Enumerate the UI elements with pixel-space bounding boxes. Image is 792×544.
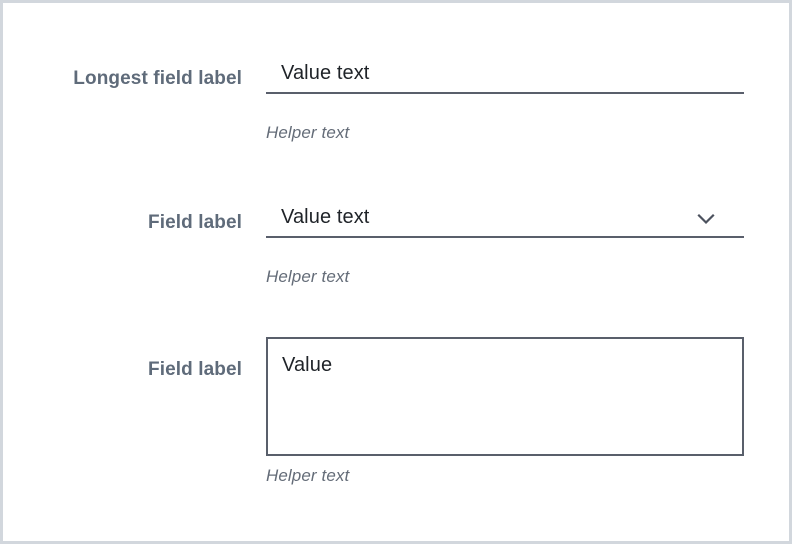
select-helper: Helper text xyxy=(266,267,350,286)
select-input-value: Value text xyxy=(281,206,370,228)
field-label-select: Field label xyxy=(147,212,242,233)
text-input-control: Value text xyxy=(266,58,744,94)
text-input-value: Value text xyxy=(281,62,370,84)
select-control: Value text xyxy=(266,202,744,238)
textarea-value: Value xyxy=(282,354,333,376)
field-label-textarea: Field label xyxy=(147,359,242,380)
field-form: Longest field label Value text Helper te… xyxy=(3,3,789,541)
chevron-down-icon[interactable] xyxy=(694,207,718,231)
text-input-helper: Helper text xyxy=(266,123,350,142)
text-input[interactable]: Value text xyxy=(266,58,744,94)
textarea-input[interactable]: Value xyxy=(266,337,744,456)
textarea-control: Value xyxy=(266,337,744,456)
textarea-helper: Helper text xyxy=(266,466,350,485)
select-input[interactable]: Value text xyxy=(266,202,744,238)
field-label-longest: Longest field label xyxy=(73,68,242,89)
